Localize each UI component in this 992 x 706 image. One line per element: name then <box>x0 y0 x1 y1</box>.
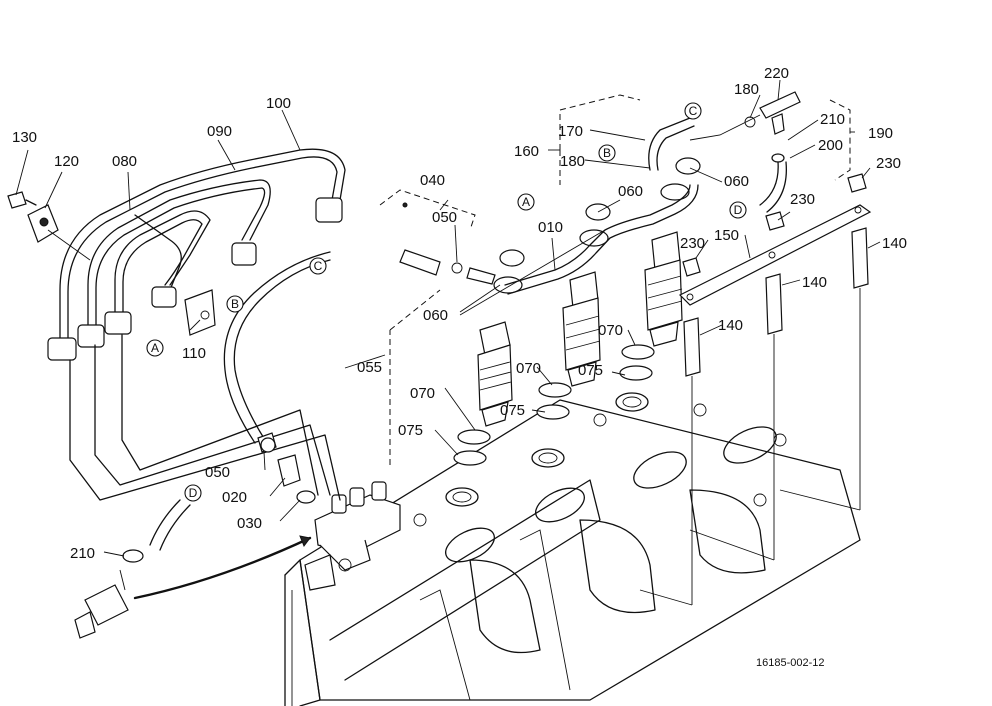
pipe-bracket <box>184 289 216 336</box>
part-label: 180 <box>734 81 759 98</box>
ref-letter-b-left: B <box>231 297 239 311</box>
part-label: 230 <box>876 155 901 172</box>
ref-letter-c-right: C <box>689 104 698 118</box>
drawing-code: 16185-002-12 <box>756 657 825 669</box>
ref-marker-c-left <box>309 257 327 275</box>
part-label: 090 <box>207 123 232 140</box>
part-label: 080 <box>112 153 137 170</box>
part-label: 075 <box>500 402 525 419</box>
part-label: 230 <box>680 235 705 252</box>
injector-2 <box>562 229 609 387</box>
part-label: 140 <box>802 274 827 291</box>
part-label: 100 <box>266 95 291 112</box>
part-label: 140 <box>882 235 907 252</box>
ref-letter-a-right: A <box>522 195 530 209</box>
ref-letter-a-left: A <box>151 341 159 355</box>
part-label: 060 <box>618 183 643 200</box>
ref-letter-b-right: B <box>603 146 611 160</box>
part-label: 050 <box>205 464 230 481</box>
washers <box>453 344 655 466</box>
overflow-pipe <box>379 189 496 285</box>
fuel-feed-hose <box>74 499 191 639</box>
cylinder-head <box>284 392 861 706</box>
part-label: 210 <box>820 111 845 128</box>
ref-letter-d-left: D <box>189 486 198 500</box>
pump-fittings <box>260 437 316 504</box>
part-label: 210 <box>70 545 95 562</box>
part-label: 160 <box>514 143 539 160</box>
part-label: 170 <box>558 123 583 140</box>
leader-lines <box>15 79 881 557</box>
leak-off-bridge-pipe <box>504 184 699 295</box>
ref-letter-c-left: C <box>314 259 323 273</box>
part-label: 180 <box>560 153 585 170</box>
injector-3 <box>585 157 701 347</box>
part-label: 110 <box>182 345 206 362</box>
glow-plug-nuts <box>682 173 867 277</box>
glow-plug-bus-bar <box>678 204 872 306</box>
part-label: 120 <box>54 153 79 170</box>
glow-plugs <box>639 227 869 606</box>
part-label: 070 <box>516 360 541 377</box>
pipe-clamp <box>7 191 91 261</box>
ref-marker-c-right <box>684 102 702 120</box>
part-label: 220 <box>764 65 789 82</box>
ref-marker-d-left <box>184 484 202 502</box>
ref-marker-d-right <box>729 201 747 219</box>
part-label: 230 <box>790 191 815 208</box>
reference-markers: A B C A B C D D <box>146 102 747 502</box>
injector-1 <box>477 249 525 427</box>
part-label: 050 <box>432 209 457 226</box>
part-label: 130 <box>12 129 37 146</box>
ref-marker-a-right <box>517 193 535 211</box>
part-label: 030 <box>237 515 262 532</box>
ref-marker-b-left <box>226 295 244 313</box>
part-label: 020 <box>222 489 247 506</box>
part-label: 140 <box>718 317 743 334</box>
part-label: 075 <box>398 422 423 439</box>
part-label: 060 <box>724 173 749 190</box>
part-label: 070 <box>598 322 623 339</box>
part-label: 010 <box>538 219 563 236</box>
part-label: 150 <box>714 227 739 244</box>
part-label: 075 <box>578 362 603 379</box>
part-label: 055 <box>357 359 382 376</box>
ref-marker-a-left <box>146 339 164 357</box>
ref-marker-b-right <box>598 144 616 162</box>
part-label: 060 <box>423 307 448 324</box>
ref-letter-d-right: D <box>734 203 743 217</box>
part-labels: 130 120 080 090 100 110 040 050 010 060 … <box>12 65 907 562</box>
part-label: 190 <box>868 125 893 142</box>
part-label: 040 <box>420 172 445 189</box>
part-label: 070 <box>410 385 435 402</box>
part-label: 200 <box>818 137 843 154</box>
injection-pump-head <box>304 481 401 591</box>
injection-pipes <box>47 148 346 501</box>
pointer-arrow <box>133 536 312 600</box>
